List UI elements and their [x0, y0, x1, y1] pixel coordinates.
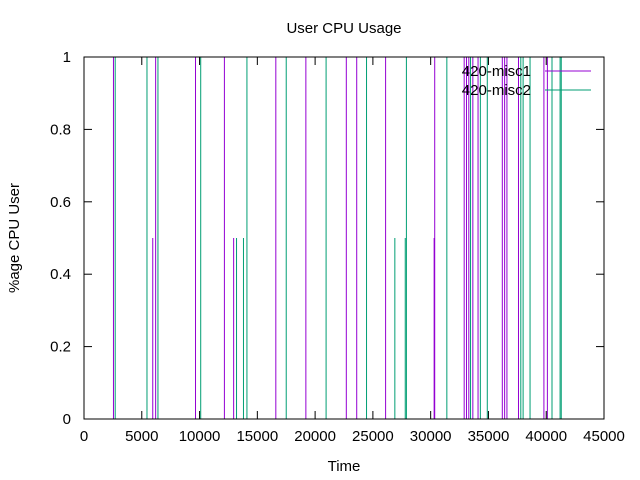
series-1	[112, 57, 548, 419]
x-tick-label: 0	[80, 428, 88, 445]
chart-title: User CPU Usage	[286, 20, 401, 37]
y-tick-label: 0.2	[50, 339, 71, 356]
x-tick-label: 30000	[410, 428, 452, 445]
y-tick-label: 1	[63, 49, 71, 66]
x-tick-label: 20000	[294, 428, 336, 445]
legend: 420-misc1 420-misc2	[462, 63, 591, 99]
y-tick-label: 0.4	[50, 266, 71, 283]
x-tick-label: 45000	[583, 428, 625, 445]
plot-frame	[83, 56, 605, 420]
x-tick-label: 10000	[179, 428, 221, 445]
x-tick-label: 40000	[525, 428, 567, 445]
y-axis-title: %age CPU User	[6, 183, 23, 293]
x-axis-title: Time	[328, 458, 361, 475]
x-tick-label: 25000	[352, 428, 394, 445]
x-tick-label: 15000	[236, 428, 278, 445]
plot-area: 0 0.2 0.4 0.6 0.8 1 0 5000 10000 15000 20000 25000 3…	[50, 49, 625, 445]
series-2	[114, 57, 562, 419]
x-tick-label: 5000	[125, 428, 158, 445]
y-tick-label: 0.6	[50, 194, 71, 211]
x-tick-label: 35000	[468, 428, 510, 445]
y-tick-label: 0	[63, 411, 71, 428]
legend-label-1: 420-misc1	[462, 63, 531, 80]
legend-label-2: 420-misc2	[462, 82, 531, 99]
y-tick-label: 0.8	[50, 121, 71, 138]
